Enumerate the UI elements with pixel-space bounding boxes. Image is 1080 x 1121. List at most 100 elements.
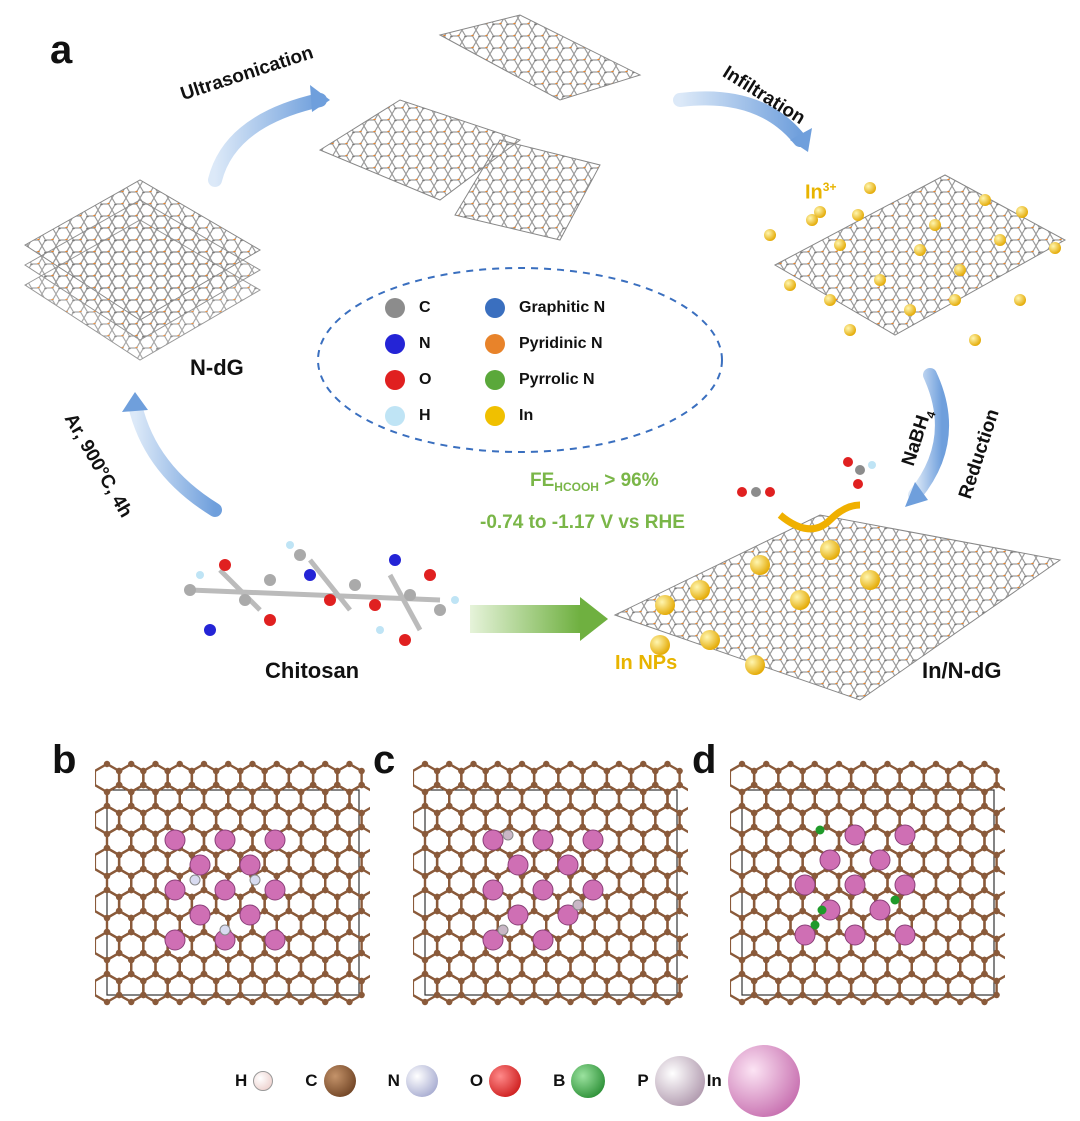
carbon-atom [944, 949, 952, 957]
carbon-atom [152, 802, 159, 810]
carbon-atom [530, 865, 538, 873]
carbon-atom [458, 907, 465, 915]
carbon-atom [346, 914, 353, 922]
carbon-atom [676, 851, 683, 859]
carbon-atom [920, 809, 928, 817]
carbon-atom [446, 970, 453, 978]
carbon-atom [249, 830, 256, 838]
carbon-atom [981, 914, 988, 922]
carbon-atom [458, 767, 465, 775]
carbon-atom [334, 823, 341, 831]
carbon-atom [433, 865, 441, 873]
carbon-atom [358, 781, 365, 789]
carbon-atom [860, 844, 867, 852]
carbon-atom [811, 788, 818, 796]
indium-atom [532, 829, 554, 851]
carbon-atom [993, 949, 1000, 957]
carbon-atom [433, 893, 441, 901]
carbon-atom [176, 788, 183, 796]
carbon-atom [944, 935, 952, 943]
carbon-atom [188, 893, 196, 901]
carbon-atom [969, 991, 976, 999]
carbon-atom [140, 767, 147, 775]
carbon-atom [309, 949, 317, 957]
carbon-atom [237, 823, 244, 831]
carbon-atom [433, 767, 441, 775]
carbon-atom [506, 809, 514, 817]
bottom-legend-o: O [470, 1065, 522, 1097]
carbon-atom [446, 872, 453, 880]
carbon-atom [567, 928, 574, 936]
carbon-atom [421, 914, 429, 922]
carbon-atom [627, 949, 635, 957]
carbon-atom [237, 977, 244, 985]
carbon-atom [225, 970, 232, 978]
carbon-atom [470, 844, 477, 852]
carbon-atom [957, 830, 964, 838]
indium-atom [214, 879, 236, 901]
carbon-atom [543, 872, 550, 880]
carbon-atom [103, 956, 111, 964]
carbon-atom [482, 991, 489, 999]
carbon-atom [750, 851, 758, 859]
legend-item: Pyridinic N [485, 326, 605, 362]
carbon-atom [249, 886, 256, 894]
indium-atom [557, 854, 579, 876]
carbon-atom [518, 788, 526, 796]
legend-item: N [385, 326, 431, 362]
carbon-atom [567, 802, 574, 810]
carbon-atom [664, 956, 671, 964]
carbon-atom [152, 760, 159, 768]
carbon-atom [446, 998, 453, 1006]
boron-atom [890, 895, 900, 905]
carbon-atom [579, 991, 586, 999]
fe-text: FEHCOOH > 96% [530, 470, 659, 494]
legend-ellipse [317, 267, 723, 453]
carbon-atom [981, 956, 988, 964]
carbon-atom [908, 760, 915, 768]
carbon-atom [115, 851, 123, 859]
carbon-atom [799, 851, 806, 859]
carbon-atom [640, 830, 647, 838]
carbon-atom [433, 781, 441, 789]
carbon-atom [750, 823, 758, 831]
carbon-atom [969, 851, 976, 859]
carbon-atom [981, 844, 988, 852]
carbon-atom [896, 767, 903, 775]
carbon-atom [518, 830, 526, 838]
carbon-atom [823, 781, 831, 789]
carbon-atom [237, 767, 244, 775]
carbon-atom [433, 907, 441, 915]
carbon-atom [334, 907, 341, 915]
carbon-atom [470, 928, 477, 936]
carbon-atom [225, 788, 232, 796]
carbon-atom [506, 949, 514, 957]
indium-atom [482, 829, 504, 851]
carbon-atom [787, 998, 794, 1006]
carbon-atom [530, 991, 538, 999]
indium-atom [869, 849, 891, 871]
carbon-atom [176, 760, 183, 768]
carbon-atom [273, 872, 280, 880]
legend-item: Pyrrolic N [485, 362, 605, 398]
carbon-atom [664, 886, 671, 894]
carbon-atom [591, 956, 598, 964]
carbon-atom [470, 914, 477, 922]
carbon-atom [188, 991, 196, 999]
carbon-atom [787, 872, 794, 880]
carbon-atom [128, 760, 135, 768]
carbon-atom [309, 809, 317, 817]
carbon-atom [738, 914, 746, 922]
carbon-atom [969, 949, 976, 957]
carbon-atom [872, 893, 879, 901]
carbon-atom [297, 788, 305, 796]
carbon-atom [627, 767, 635, 775]
carbon-atom [188, 781, 196, 789]
carbon-atom [446, 802, 453, 810]
carbon-atom [567, 886, 574, 894]
carbon-atom [103, 844, 111, 852]
carbon-atom [506, 851, 514, 859]
carbon-atom [799, 977, 806, 985]
carbon-atom [835, 802, 843, 810]
carbon-atom [470, 802, 477, 810]
